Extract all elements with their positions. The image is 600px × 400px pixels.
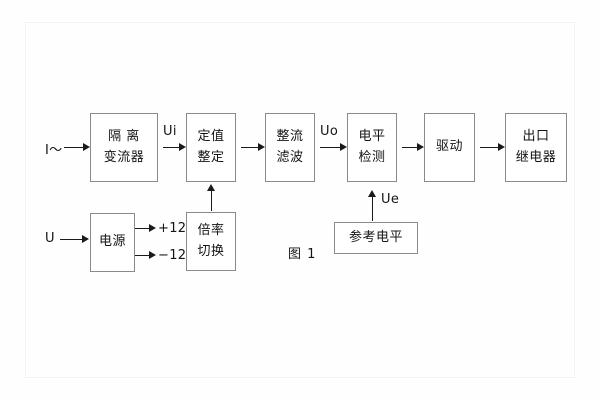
block-line-2: 切换: [197, 243, 225, 259]
power-rail-positive-label: +12V: [158, 221, 196, 236]
arrowhead-input-to-power-supply: [82, 235, 89, 243]
signal-label-ui: Ui: [163, 124, 177, 139]
arrowhead-rectifier-to-level-detection: [340, 143, 347, 151]
arrowhead-power-rail-positive: [149, 224, 156, 232]
arrowhead-isolation-to-setting: [179, 143, 186, 151]
current-input-label: I～: [45, 143, 63, 158]
block-power-supply[interactable]: 电源: [90, 213, 135, 272]
power-rail-negative-label: −12V: [158, 248, 196, 263]
block-line-1: 定值: [197, 129, 225, 145]
block-setting-adjust[interactable]: 定值 整定: [186, 113, 236, 182]
block-drive[interactable]: 驱动: [424, 113, 475, 182]
arrowhead-power-rail-negative: [149, 251, 156, 259]
arrowhead-reference-to-level-detection: [368, 190, 376, 197]
block-line-2: 变流器: [103, 149, 145, 165]
block-line-1: 电源: [98, 234, 126, 250]
connector-power-rail-positive: [135, 228, 149, 229]
connector-reference-to-level-detection: [372, 196, 373, 221]
connector-input-to-isolation: [64, 147, 83, 148]
connector-setting-to-rectifier: [241, 147, 258, 148]
block-line-1: 参考电平: [348, 229, 403, 245]
connector-isolation-to-setting: [163, 147, 179, 148]
connector-multiplier-to-setting: [211, 190, 212, 211]
voltage-input-label: U: [45, 231, 55, 246]
block-line-1: 倍率: [197, 223, 225, 239]
connector-input-to-power-supply: [60, 239, 82, 240]
block-line-1: 隔 离: [108, 129, 140, 145]
block-output-relay[interactable]: 出口 继电器: [505, 113, 567, 182]
figure-caption: 图 1: [288, 247, 317, 262]
arrowhead-drive-to-output-relay: [498, 143, 505, 151]
block-level-detection[interactable]: 电平 检测: [347, 113, 397, 182]
block-reference-level[interactable]: 参考电平: [334, 222, 418, 254]
signal-label-uo: Uo: [320, 124, 339, 139]
connector-level-detection-to-drive: [402, 147, 417, 148]
block-line-2: 继电器: [515, 149, 557, 165]
block-line-2: 检测: [358, 149, 386, 165]
block-line-1: 整流: [276, 129, 304, 145]
arrowhead-input-to-isolation: [83, 143, 90, 151]
arrowhead-multiplier-to-setting: [207, 184, 215, 191]
connector-drive-to-output-relay: [480, 147, 498, 148]
connector-rectifier-to-level-detection: [320, 147, 340, 148]
arrowhead-setting-to-rectifier: [258, 143, 265, 151]
signal-label-ue: Ue: [381, 192, 400, 207]
block-line-1: 电平: [358, 129, 386, 145]
block-line-2: 滤波: [276, 149, 304, 165]
block-line-1: 驱动: [435, 139, 463, 155]
block-multiplier-switch[interactable]: 倍率 切换: [186, 212, 236, 271]
connector-power-rail-negative: [135, 255, 149, 256]
arrowhead-level-detection-to-drive: [417, 143, 424, 151]
block-line-2: 整定: [197, 149, 225, 165]
block-isolation-transformer[interactable]: 隔 离 变流器: [90, 113, 158, 182]
block-line-1: 出口: [522, 129, 550, 145]
diagram-outer-frame: [25, 22, 575, 378]
block-rectifier-filter[interactable]: 整流 滤波: [265, 113, 315, 182]
